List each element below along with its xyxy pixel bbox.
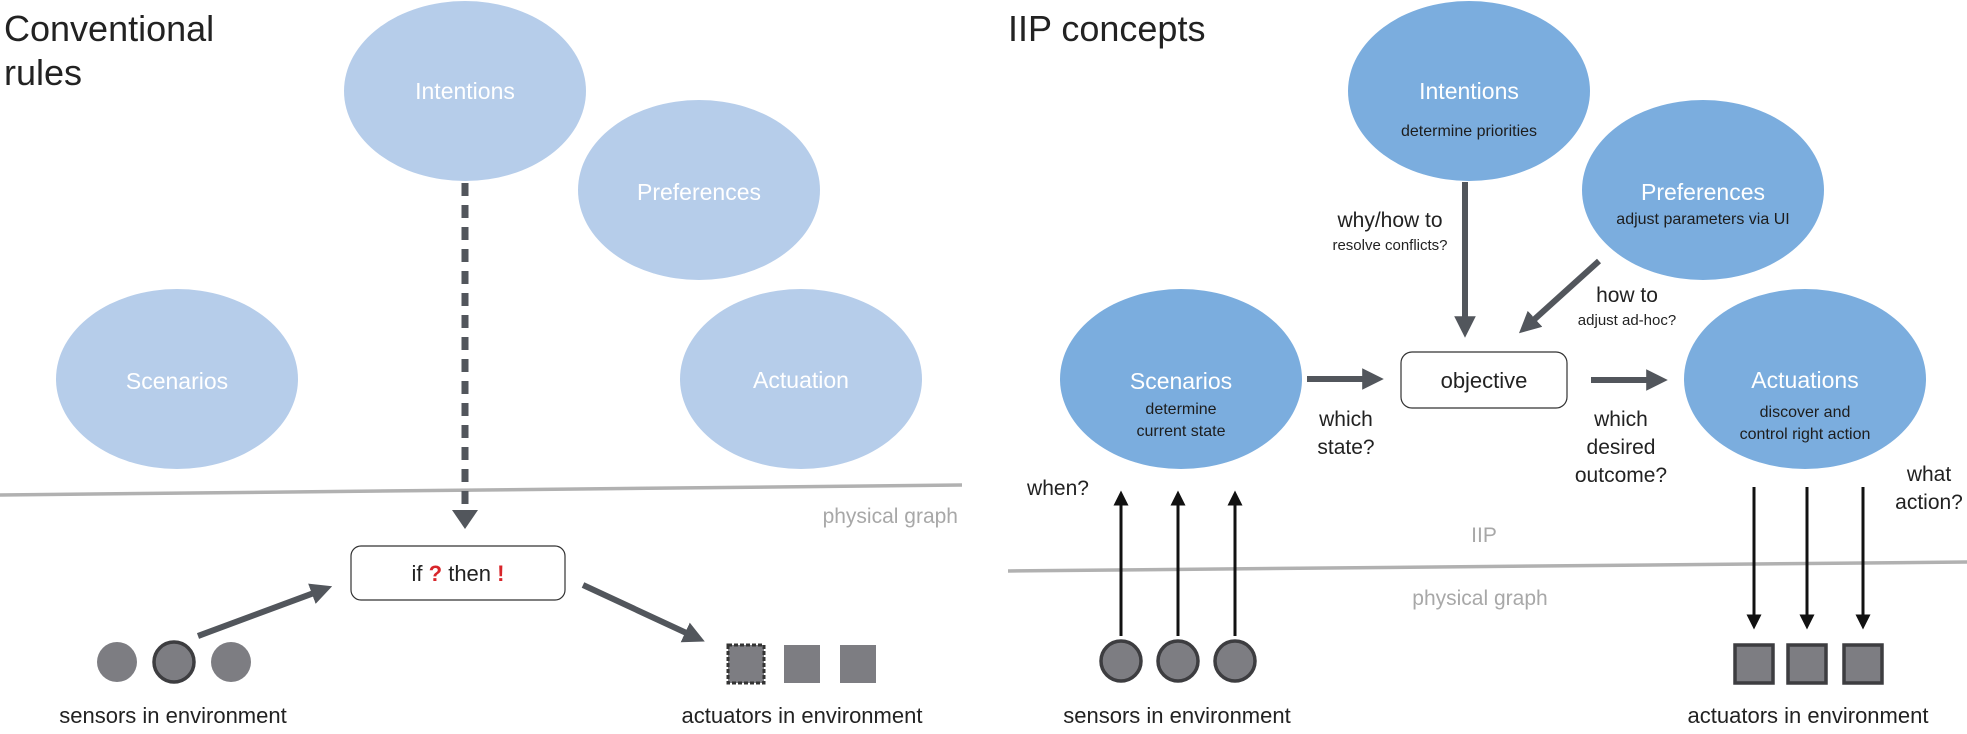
right-actuator-2 <box>1786 643 1828 685</box>
left-preferences-ellipse: Preferences <box>578 100 820 280</box>
left-actuator-1 <box>726 643 766 685</box>
right-actuators-label: actuators in environment <box>1688 703 1929 728</box>
right-title: IIP concepts <box>1008 8 1205 49</box>
right-intentions-sub: determine priorities <box>1401 123 1537 140</box>
left-dashed-arrowhead <box>452 510 478 529</box>
right-scenarios-label: Scenarios <box>1130 368 1232 394</box>
right-intentions-ellipse: Intentions determine priorities <box>1348 1 1590 181</box>
right-preferences-sub: adjust parameters via UI <box>1616 211 1789 228</box>
left-physical-graph-label: physical graph <box>823 505 958 528</box>
resolve-conflicts-label: resolve conflicts? <box>1332 237 1447 254</box>
objective-label: objective <box>1441 368 1528 393</box>
right-sensor-2 <box>1156 639 1200 683</box>
left-intentions-ellipse: Intentions <box>344 1 586 181</box>
rule-if-text: if <box>412 561 424 586</box>
left-sensor-1 <box>97 642 137 682</box>
left-actuator-3 <box>840 645 876 683</box>
right-preferences-label: Preferences <box>1641 179 1765 205</box>
rule-exclamation-mark: ! <box>497 561 504 586</box>
left-rule-to-actuator-arrow <box>581 582 705 643</box>
which-desired-line1: which <box>1593 408 1648 431</box>
right-physical-graph-line <box>1007 560 1967 573</box>
adjust-adhoc-label: adjust ad-hoc? <box>1578 312 1676 329</box>
right-scenarios-sub2: current state <box>1137 423 1226 440</box>
right-actuator-1 <box>1733 643 1775 685</box>
right-actuations-ellipse: Actuations discover and control right ac… <box>1684 289 1926 469</box>
right-actuations-sub1: discover and <box>1760 404 1851 421</box>
right-actuations-sub2: control right action <box>1740 426 1871 443</box>
left-intentions-label: Intentions <box>415 78 515 104</box>
left-scenarios-label: Scenarios <box>126 368 228 394</box>
right-sensor-1 <box>1099 639 1143 683</box>
when-label: when? <box>1026 477 1089 500</box>
right-actuator-3 <box>1842 643 1884 685</box>
right-scenarios-sub1: determine <box>1145 401 1216 418</box>
which-state-line2: state? <box>1317 436 1374 459</box>
left-title-line2: rules <box>4 52 82 93</box>
left-preferences-label: Preferences <box>637 179 761 205</box>
how-to-label: how to <box>1596 284 1658 307</box>
rule-question-mark: ? <box>429 561 442 586</box>
left-sensors-label: sensors in environment <box>59 703 286 728</box>
left-sensor-to-rule-arrow <box>196 583 333 639</box>
left-actuation-ellipse: Actuation <box>680 289 922 469</box>
what-action-line2: action? <box>1895 491 1963 514</box>
right-actuations-label: Actuations <box>1751 367 1858 393</box>
left-physical-graph-line <box>0 483 963 497</box>
right-preferences-ellipse: Preferences adjust parameters via UI <box>1582 100 1824 280</box>
left-actuator-2 <box>784 645 820 683</box>
which-desired-line3: outcome? <box>1575 464 1667 487</box>
why-how-label: why/how to <box>1336 209 1442 232</box>
what-action-line1: what <box>1906 463 1952 486</box>
left-rule-box: if ? then ! <box>350 545 566 601</box>
left-actuation-label: Actuation <box>753 367 849 393</box>
which-state-line1: which <box>1318 408 1373 431</box>
right-sensor-3 <box>1213 639 1257 683</box>
left-sensor-2 <box>152 640 196 684</box>
left-title-line1: Conventional <box>4 8 214 49</box>
svg-text:if ? then !: if ? then ! <box>412 561 505 586</box>
preferences-to-objective-arrow <box>1518 258 1602 334</box>
right-intentions-label: Intentions <box>1419 78 1519 104</box>
left-sensor-3 <box>211 642 251 682</box>
right-sensors-label: sensors in environment <box>1063 703 1290 728</box>
right-physical-graph-label: physical graph <box>1412 587 1547 610</box>
left-actuators-label: actuators in environment <box>682 703 923 728</box>
right-scenarios-ellipse: Scenarios determine current state <box>1060 289 1302 469</box>
rule-then-text: then <box>448 561 491 586</box>
objective-box: objective <box>1400 351 1568 409</box>
iip-layer-label: IIP <box>1471 524 1497 547</box>
which-desired-line2: desired <box>1587 436 1656 459</box>
left-scenarios-ellipse: Scenarios <box>56 289 298 469</box>
